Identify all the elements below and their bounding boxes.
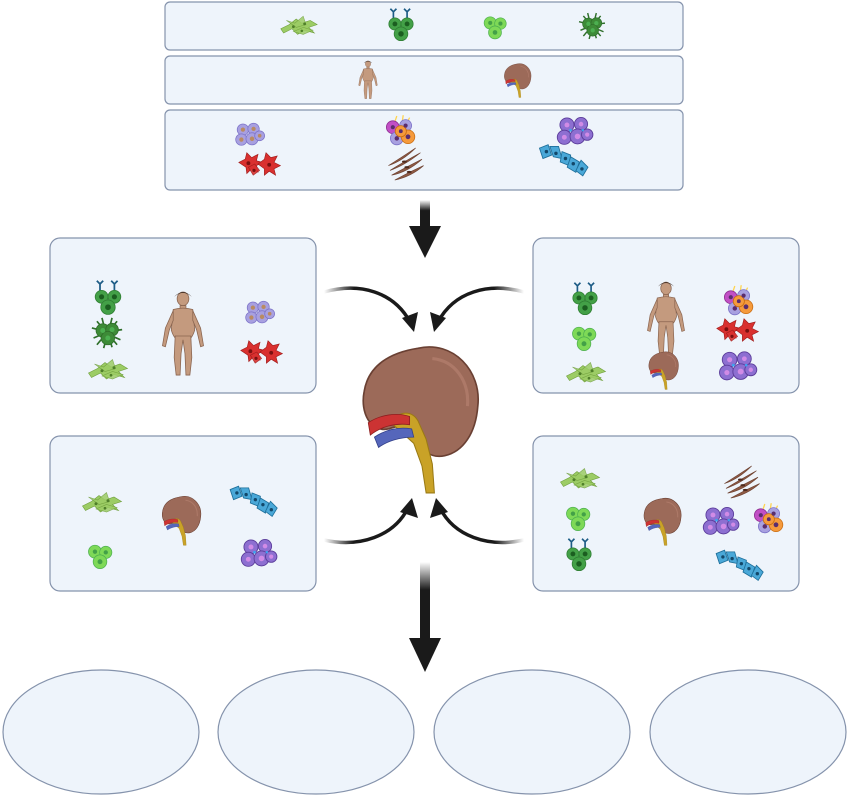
result-ellipse-3 (433, 669, 631, 795)
violet-cell-cluster-icon (556, 117, 594, 145)
result-ellipse-1 (2, 669, 200, 795)
right-upper-panel (532, 237, 800, 394)
result-ellipses (2, 669, 847, 795)
curved-arrows (323, 286, 525, 545)
middle-panel-organism (164, 55, 684, 105)
violet-cell-cluster-icon (702, 507, 740, 535)
right-lower-panel (532, 435, 800, 592)
bottom-panel-tissue-cells (164, 109, 684, 191)
result-ellipse-2 (217, 669, 415, 795)
arrow-down-bottom (409, 562, 441, 672)
result-ellipse-4 (649, 669, 847, 795)
arrow-down-top (409, 200, 441, 258)
left-upper-panel (49, 237, 317, 394)
central-kidney-icon (361, 345, 480, 495)
top-panel-cell-types (164, 1, 684, 51)
violet-cell-cluster-icon (240, 539, 278, 567)
left-lower-panel (49, 435, 317, 592)
violet-cell-cluster-icon (719, 351, 758, 381)
